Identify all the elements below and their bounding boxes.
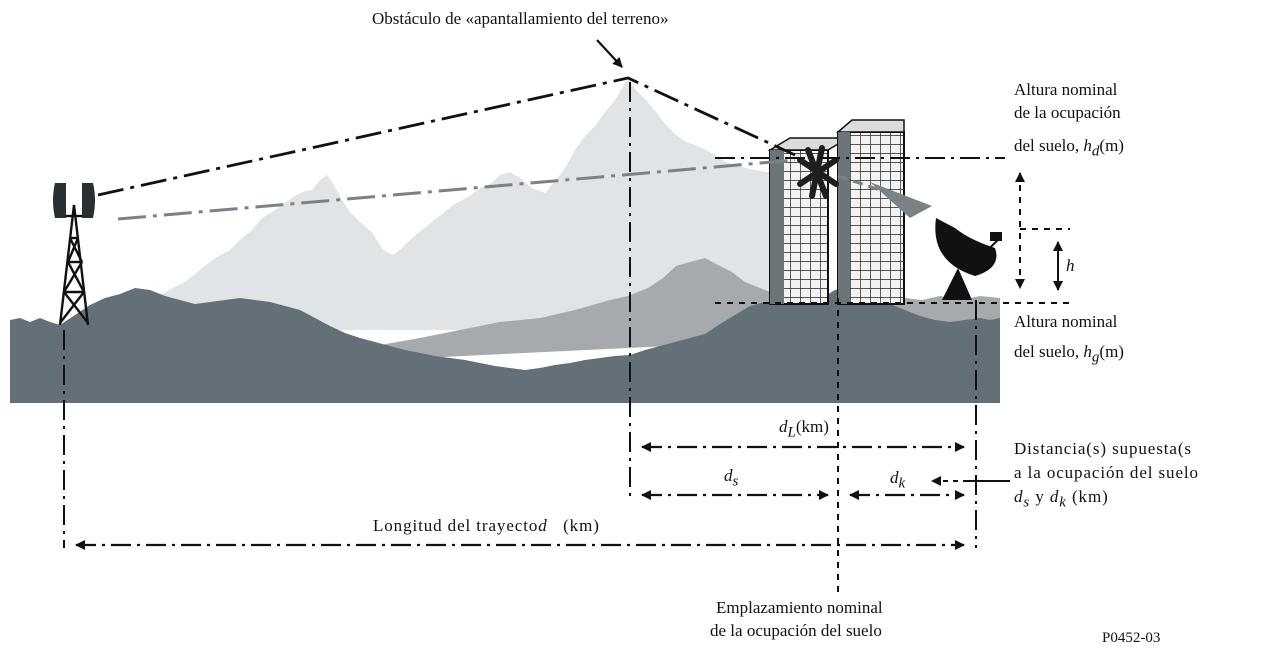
direct-path-line <box>117 158 796 221</box>
dL-symbol: d <box>779 417 788 436</box>
antenna-panel-right-icon <box>82 183 95 218</box>
hd-unit: (m) <box>1099 136 1124 155</box>
hg-unit: (m) <box>1099 342 1124 361</box>
hd-symbol: h <box>1083 136 1092 155</box>
hg-symbol: h <box>1083 342 1092 361</box>
ground-reference-line <box>715 228 1070 304</box>
path-length-label: Longitud del trayectod (km) <box>373 514 600 537</box>
path-length-text: Longitud del trayecto <box>373 516 539 535</box>
assumed-distance-line3: ds y dk (km) <box>1014 485 1109 514</box>
clutter-height-label-line2: de la ocupación <box>1014 103 1121 122</box>
clutter-height-text: del suelo, <box>1014 136 1080 155</box>
antenna-panel-left-icon <box>53 183 66 218</box>
clutter-path-arrow-icon <box>870 182 932 218</box>
assumed-ds-subscript: s <box>1023 494 1031 511</box>
ds-symbol: d <box>724 466 733 485</box>
obstacle-pointer-arrow <box>596 39 623 68</box>
assumed-unit: (km) <box>1072 487 1109 506</box>
assumed-dk-symbol: d <box>1049 487 1060 506</box>
h-label: h <box>1066 256 1075 275</box>
assumed-and: y <box>1035 487 1045 506</box>
obstacle-label: Obstáculo de «apantallamiento del terren… <box>372 9 669 28</box>
ground-height-text: del suelo, <box>1014 342 1080 361</box>
dk-symbol: d <box>890 468 899 487</box>
hg-subscript: g <box>1091 349 1100 366</box>
dk-label: dk <box>890 466 905 495</box>
assumed-distance-line1: Distancia(s) supuesta(s <box>1014 439 1192 458</box>
nominal-site-label-line2: de la ocupación del suelo <box>710 621 882 640</box>
dk-subscript: k <box>898 475 906 492</box>
clutter-path-line <box>837 174 881 192</box>
assumed-ds-symbol: d <box>1014 487 1024 506</box>
horizon-ray-line <box>97 76 796 197</box>
terrain-dark-layer <box>10 287 1000 403</box>
nominal-site-label-line1: Emplazamiento nominal <box>716 598 883 617</box>
clutter-height-label-line3: del suelo, hd(m) <box>1014 134 1124 163</box>
ds-label: ds <box>724 464 738 493</box>
assumed-distance-label: Distancia(s) supuesta(s a la ocupación d… <box>1014 437 1266 537</box>
transmitter-tower-icon <box>58 204 90 326</box>
dL-unit: (km) <box>795 417 829 436</box>
clutter-height-label-line1: Altura nominal <box>1014 80 1118 99</box>
dL-subscript: L <box>787 424 796 441</box>
ds-subscript: s <box>732 473 739 490</box>
mountain-background <box>150 80 780 330</box>
assumed-distance-line2: a la ocupación del suelo <box>1014 463 1199 482</box>
clutter-buildings-icon <box>767 119 905 305</box>
receiver-dish-icon <box>935 218 1002 300</box>
path-length-unit: (km) <box>563 516 600 535</box>
path-length-symbol: d <box>538 516 548 535</box>
figure-id: P0452-03 <box>1102 630 1161 646</box>
reference-lines <box>63 82 1005 548</box>
ground-height-label-line2: del suelo, hg(m) <box>1014 340 1124 369</box>
hd-subscript: d <box>1091 143 1100 160</box>
ground-height-label-line1: Altura nominal <box>1014 312 1118 331</box>
dL-label: dL(km) <box>779 415 829 444</box>
assumed-dk-subscript: k <box>1059 494 1067 511</box>
